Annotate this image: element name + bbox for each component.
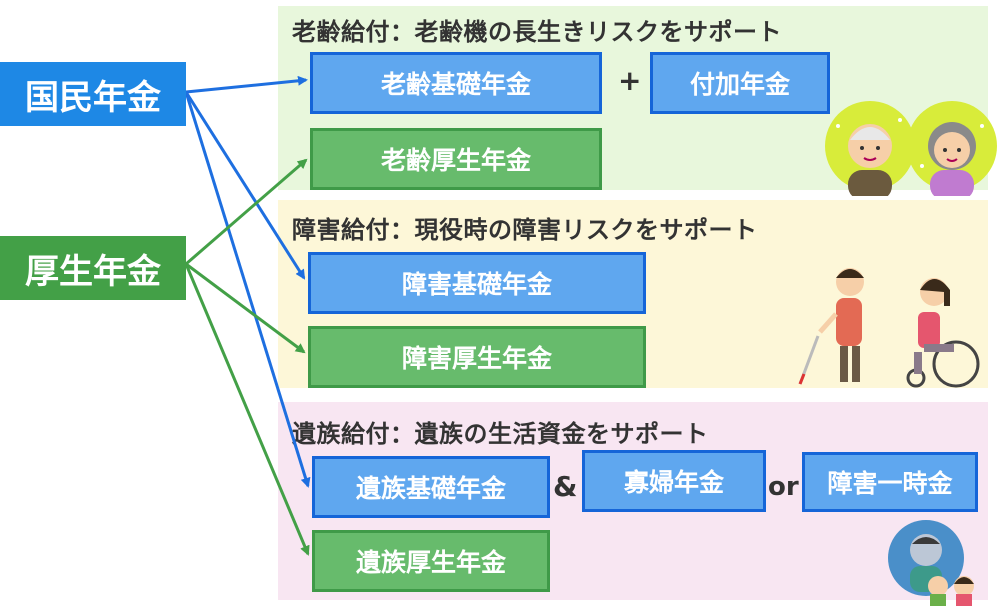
disability-illustration: [798, 268, 980, 388]
national-pension-box: 国民年金: [0, 62, 186, 126]
lump-sum-box: 障害一時金: [802, 452, 978, 512]
or-symbol: or: [768, 472, 799, 502]
widow-pension-box: 寡婦年金: [582, 450, 766, 512]
arrow-employee-to-old-age-employee: [185, 158, 308, 266]
old-age-employee-pension-box: 老齢厚生年金: [310, 128, 602, 190]
additional-pension-box: 付加年金: [650, 52, 830, 114]
arrow-employee-to-disability-employee: [185, 262, 306, 354]
employee-pension-box: 厚生年金: [0, 236, 186, 300]
arrow-national-to-survivor-basic: [184, 91, 311, 488]
arrow-national-to-disability-basic: [184, 91, 306, 280]
old-age-basic-pension-box: 老齢基礎年金: [310, 52, 602, 114]
old-age-section-title: 老齢給付：老齢機の長生きリスクをサポート: [292, 18, 782, 46]
survivor-section-title: 遺族給付：遺族の生活資金をサポート: [292, 420, 709, 448]
disability-basic-pension-box: 障害基礎年金: [308, 252, 646, 314]
disability-employee-pension-box: 障害厚生年金: [308, 326, 646, 388]
plus-symbol: +: [618, 64, 642, 97]
elderly-couple-illustration: [825, 101, 997, 196]
arrow-national-to-old-age-basic: [185, 75, 308, 94]
survivor-employee-pension-box: 遺族厚生年金: [312, 530, 550, 592]
survivor-basic-pension-box: 遺族基礎年金: [312, 456, 550, 518]
survivor-family-illustration: [888, 520, 974, 606]
disability-section-title: 障害給付：現役時の障害リスクをサポート: [292, 216, 758, 244]
ampersand-symbol: &: [553, 470, 578, 503]
arrow-employee-to-survivor-employee: [184, 263, 310, 556]
